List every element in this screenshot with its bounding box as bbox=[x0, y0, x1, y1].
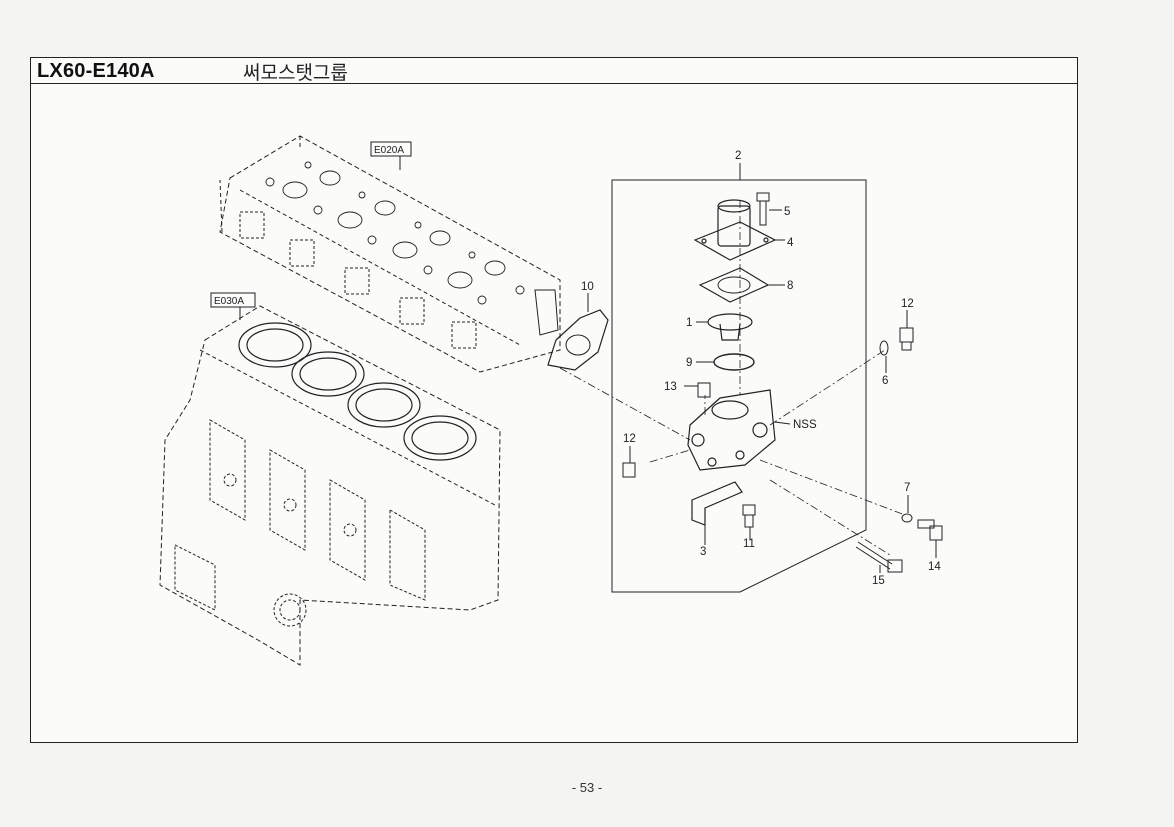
ref-box-head bbox=[370, 141, 412, 157]
callout-9: 9 bbox=[686, 357, 692, 369]
callout-5: 5 bbox=[784, 206, 790, 218]
thermostat bbox=[707, 313, 753, 341]
callout-2: 2 bbox=[735, 150, 741, 162]
bolt-14 bbox=[917, 519, 943, 541]
callout-11: 11 bbox=[743, 538, 755, 550]
page-number: - 53 - bbox=[571, 780, 603, 795]
callout-3: 3 bbox=[700, 546, 706, 558]
callout-7: 7 bbox=[904, 482, 910, 494]
bolt-5 bbox=[756, 192, 770, 226]
bracket-3 bbox=[691, 481, 743, 526]
callout-14: 14 bbox=[928, 561, 941, 573]
cylinder-block bbox=[159, 305, 501, 666]
gasket-10 bbox=[547, 309, 609, 371]
thermostat-housing bbox=[687, 389, 776, 471]
cylinder-head bbox=[219, 135, 561, 373]
assembly-box bbox=[611, 179, 867, 593]
callout-6: 6 bbox=[882, 375, 888, 387]
callout-12-left: 12 bbox=[623, 433, 636, 445]
ref-box-block bbox=[210, 292, 256, 308]
callout-8: 8 bbox=[787, 280, 793, 292]
gasket-8 bbox=[698, 267, 770, 303]
callout-1: 1 bbox=[686, 317, 692, 329]
bolt-11 bbox=[742, 504, 756, 528]
o-ring-9 bbox=[713, 353, 755, 371]
washer-6 bbox=[879, 340, 889, 356]
plug-13 bbox=[697, 382, 711, 398]
bolt-15 bbox=[855, 541, 903, 573]
callout-nss: NSS bbox=[793, 419, 817, 431]
plug-12-left bbox=[622, 462, 636, 478]
callout-13: 13 bbox=[664, 381, 677, 393]
diagram-frame: LX60-E140A 써모스탯그룹 bbox=[30, 57, 1078, 743]
callout-10: 10 bbox=[581, 281, 594, 293]
group-title: 써모스탯그룹 bbox=[243, 62, 348, 84]
thermostat-outlet bbox=[693, 199, 777, 261]
plug-12-right bbox=[899, 327, 914, 351]
ref-block-label: E030A bbox=[214, 296, 244, 307]
ref-head-label: E020A bbox=[374, 145, 404, 156]
header-bar: LX60-E140A 써모스탯그룹 bbox=[31, 58, 1077, 84]
group-code: LX60-E140A bbox=[37, 60, 155, 82]
washer-7 bbox=[901, 513, 913, 523]
callout-12-right: 12 bbox=[901, 298, 914, 310]
callout-4: 4 bbox=[787, 237, 794, 249]
callout-15: 15 bbox=[872, 575, 885, 587]
